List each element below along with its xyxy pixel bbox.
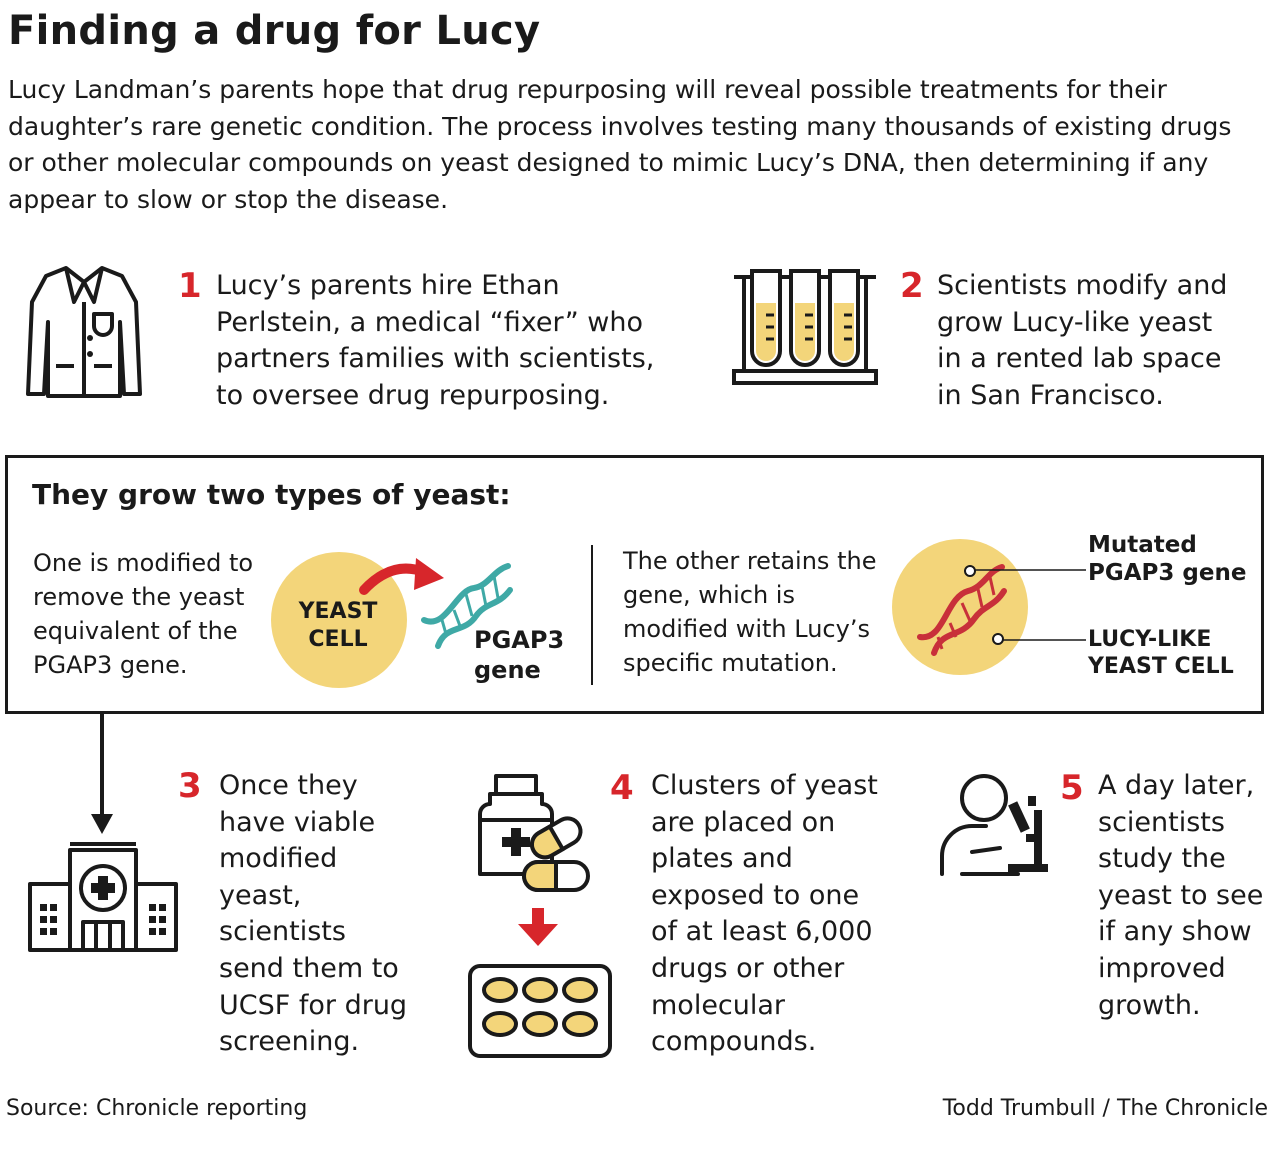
step-1-number: 1 <box>178 266 202 306</box>
yeast-cell-label-line1: YEAST <box>298 599 378 624</box>
byline-credit: Todd Trumbull / The Chronicle <box>942 1096 1268 1121</box>
page-title: Finding a drug for Lucy <box>8 8 541 54</box>
lucy-like-yeast-callout-line1: LUCY-LIKE <box>1088 627 1212 652</box>
step-4-text: Clusters of yeast are placed on plates a… <box>651 770 878 1058</box>
yeast-cell-label: YEAST CELL <box>287 598 389 654</box>
down-arrow-icon <box>91 714 113 834</box>
yeast-right-text: The other retains the gene, which is mod… <box>623 547 877 677</box>
step-3-text: Once they have viable modified yeast, sc… <box>219 770 408 1058</box>
step-5-text: A day later, scientists study the yeast … <box>1098 770 1264 1021</box>
red-arrow-icon <box>359 558 444 595</box>
yeast-box-divider <box>591 545 593 685</box>
test-tubes-icon <box>732 269 878 385</box>
step-1-text: Lucy’s parents hire Ethan Perlstein, a m… <box>216 270 655 411</box>
lucy-like-yeast-callout: LUCY-LIKE YEAST CELL <box>1088 626 1234 680</box>
yeast-cell-label-line2: CELL <box>308 627 368 652</box>
mutated-gene-callout-line2: PGAP3 gene <box>1088 560 1247 586</box>
pgap3-gene-label-line2: gene <box>474 656 541 684</box>
mutated-gene-callout-line1: Mutated <box>1088 532 1197 558</box>
mutated-gene-callout: Mutated PGAP3 gene <box>1088 531 1246 587</box>
intro-paragraph: Lucy Landman’s parents hope that drug re… <box>8 75 1232 214</box>
yeast-types-box <box>5 455 1264 714</box>
step-2-number: 2 <box>900 266 924 306</box>
step-5-number: 5 <box>1060 768 1084 808</box>
lucy-like-yeast-cell-icon <box>892 539 1028 675</box>
scientist-microscope-icon <box>940 774 1048 876</box>
callout-lines <box>975 569 1086 641</box>
pgap3-gene-label-line1: PGAP3 <box>474 626 565 654</box>
yeast-left-text: One is modified to remove the yeast equi… <box>33 549 254 679</box>
drugs-to-plate-icon <box>468 774 612 1058</box>
dna-teal-icon <box>421 563 513 649</box>
source-credit: Source: Chronicle reporting <box>6 1096 308 1121</box>
hospital-icon <box>28 842 178 952</box>
step-3-number: 3 <box>178 766 202 806</box>
step-2-text: Scientists modify and grow Lucy-like yea… <box>937 270 1228 411</box>
lab-coat-icon <box>26 266 142 398</box>
lucy-like-yeast-callout-line2: YEAST CELL <box>1088 654 1234 679</box>
yeast-box-heading: They grow two types of yeast: <box>32 478 511 511</box>
pgap3-gene-label: PGAP3 gene <box>474 625 564 685</box>
step-4-number: 4 <box>610 768 634 808</box>
